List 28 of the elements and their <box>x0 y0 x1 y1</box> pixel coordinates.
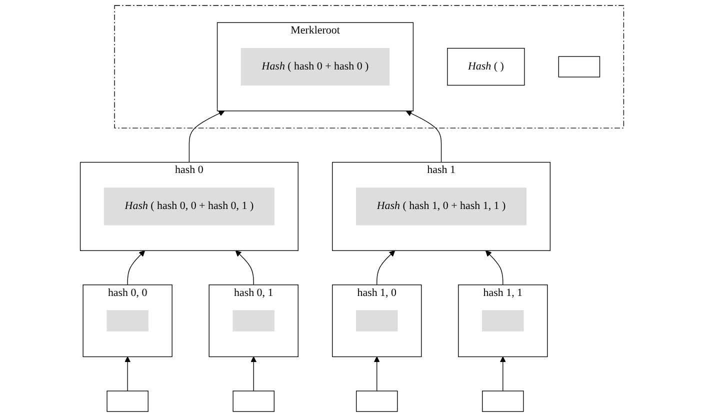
arrow <box>235 250 254 286</box>
node-box: Hash ( ) <box>447 48 525 86</box>
node-box <box>558 56 600 78</box>
arrow <box>188 110 225 163</box>
node-box <box>106 310 148 332</box>
arrow <box>250 356 257 392</box>
cluster: hash 1, 0 <box>332 284 422 358</box>
cluster <box>114 5 624 128</box>
node-box: Hash ( hash 0 + hash 0 ) <box>240 48 390 86</box>
arrow <box>485 250 504 286</box>
node-box <box>482 390 524 412</box>
node-box <box>356 390 398 412</box>
arrow <box>127 250 146 286</box>
arrow <box>500 356 506 392</box>
node-box <box>232 390 274 412</box>
arrow <box>406 110 442 163</box>
node-box <box>356 310 398 332</box>
node-box <box>106 390 148 412</box>
node-box <box>232 310 274 332</box>
cluster: hash 1, 1 <box>458 284 548 358</box>
arrow <box>376 250 396 286</box>
node-box: Hash ( hash 1, 0 + hash 1, 1 ) <box>356 188 527 226</box>
cluster: hash 0, 1 <box>208 284 298 358</box>
arrow <box>374 356 380 392</box>
arrow <box>124 356 131 392</box>
cluster: hash 0, 0 <box>82 284 172 358</box>
node-box <box>482 310 524 332</box>
node-box: Hash ( hash 0, 0 + hash 0, 1 ) <box>104 188 274 226</box>
